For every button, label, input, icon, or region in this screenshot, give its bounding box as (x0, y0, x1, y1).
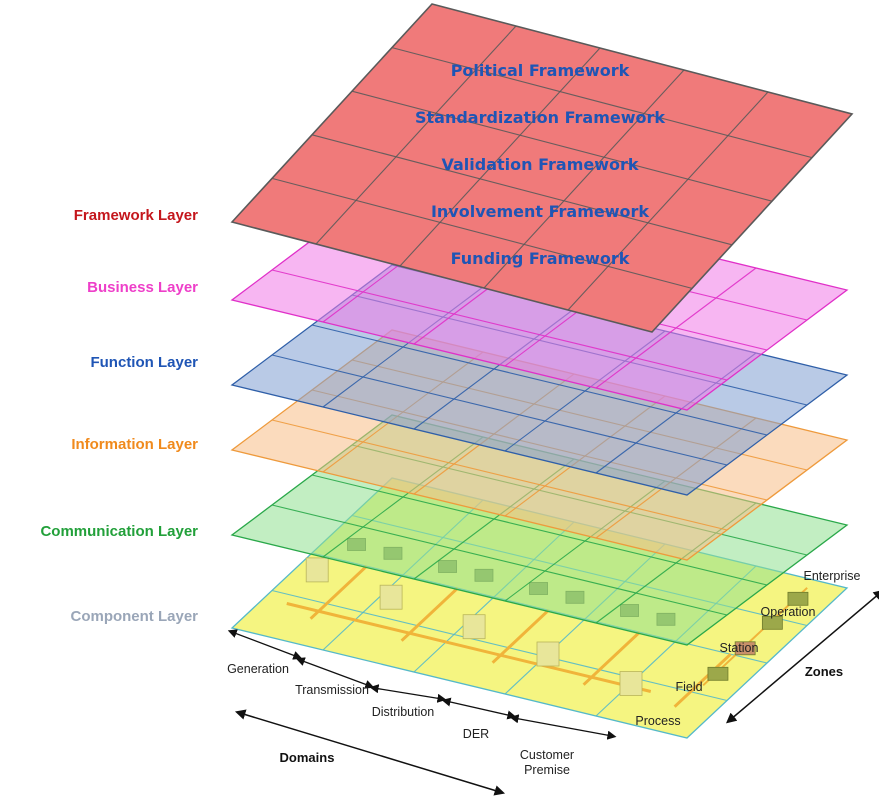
framework-item-label: Standardization Framework (415, 108, 665, 127)
zone-label: Operation (761, 605, 816, 619)
component-wire (491, 609, 550, 664)
zone-label: Field (675, 680, 702, 694)
component-building-icon (536, 641, 560, 667)
communication-grid-line (271, 504, 728, 616)
component-building-icon (305, 557, 329, 583)
component-wire (673, 653, 732, 708)
framework-item-label: Political Framework (451, 61, 630, 80)
domain-segment-arrow (441, 697, 517, 720)
component-bus (286, 602, 652, 693)
component-wire (309, 565, 368, 620)
function-grid-line (311, 324, 768, 436)
business-layer-label: Business Layer (87, 279, 198, 296)
domain-segment-arrow (369, 684, 447, 703)
domain-label: DER (463, 727, 489, 741)
framework-grid-line (483, 69, 685, 289)
component-wire (582, 631, 641, 686)
domains-axis-title: Domains (280, 750, 335, 765)
information-layer-label: Information Layer (71, 436, 198, 453)
zone-label: Enterprise (804, 569, 861, 583)
domains-axis-arrow (234, 709, 506, 796)
component-layer-label: Component Layer (70, 608, 198, 625)
framework-grid-line (311, 134, 733, 246)
zones-axis-title: Zones (805, 664, 843, 679)
domain-label: Distribution (372, 705, 435, 719)
component-building-icon (379, 584, 403, 610)
framework-grid-line (315, 25, 517, 245)
domain-segment-arrow (509, 714, 617, 740)
zone-label: Process (635, 714, 680, 728)
communication-grid-line (311, 474, 768, 586)
component-grid-line (271, 589, 728, 702)
zone-label: Station (720, 641, 759, 655)
framework-grid-line (567, 91, 769, 311)
function-grid-line (271, 354, 728, 466)
framework-item-label: Validation Framework (441, 155, 638, 174)
component-building-icon (619, 671, 643, 696)
domain-segment-arrow (295, 657, 375, 689)
domain-label: Generation (227, 662, 289, 676)
information-grid-line (271, 419, 728, 531)
component-device-icon (707, 666, 729, 681)
business-grid-line (271, 269, 728, 381)
framework-grid-line (391, 47, 813, 159)
framework-grid-line (271, 177, 693, 289)
zones-axis-arrow (725, 589, 879, 724)
framework-layer-label: Framework Layer (74, 207, 198, 224)
framework-item-label: Involvement Framework (431, 202, 649, 221)
component-building-icon (462, 614, 486, 640)
component-wire (400, 587, 459, 642)
framework-grid-line (351, 90, 773, 202)
function-layer-label: Function Layer (90, 354, 198, 371)
domain-label: Transmission (295, 683, 369, 697)
framework-item-label: Funding Framework (451, 249, 630, 268)
framework-grid-line (399, 47, 601, 267)
communication-layer-label: Communication Layer (40, 523, 198, 540)
component-device-icon (787, 591, 809, 606)
framework-plane-surface (230, 3, 854, 333)
domain-segment-arrow (227, 629, 303, 660)
